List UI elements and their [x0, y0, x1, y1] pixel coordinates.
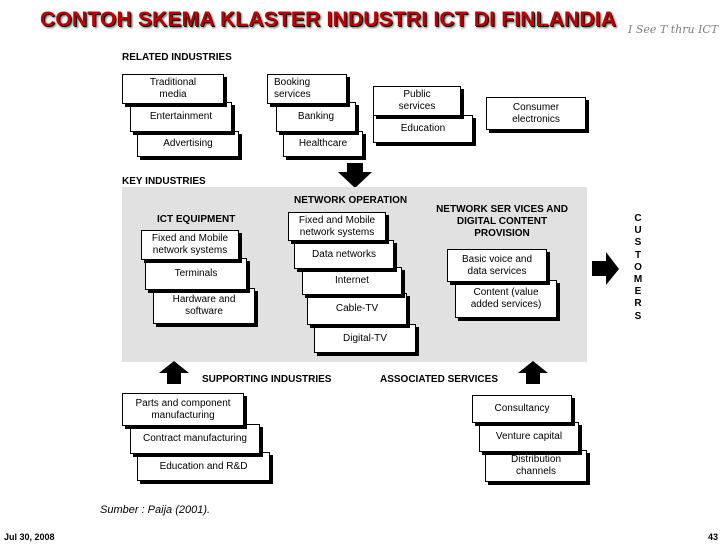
cable-tv-box: Cable-TV: [307, 293, 407, 325]
network-operation-heading: NETWORK OPERATION: [294, 195, 408, 206]
consultancy-box: Consultancy: [472, 395, 572, 423]
basic-voice-box: Basic voice and data services: [447, 249, 547, 282]
customers-letter: E: [634, 286, 642, 298]
customers-letter: C: [634, 213, 642, 224]
down-arrow-icon: [338, 163, 372, 188]
slogan: I See T thru ICT: [628, 23, 719, 36]
related-industries-heading: RELATED INDUSTRIES: [122, 52, 232, 63]
content-value-box: Content (value added services): [455, 280, 557, 318]
public-services-box: Public services: [373, 86, 461, 116]
parts-manufacturing-box: Parts and component manufacturing: [122, 393, 244, 426]
digital-tv-box: Digital-TV: [314, 324, 416, 353]
customers-letter: T: [634, 249, 642, 261]
terminals-box: Terminals: [145, 258, 247, 290]
booking-services-box: Booking services: [267, 74, 347, 104]
customers-letter: S: [634, 237, 642, 249]
consumer-electronics-box: Consumer electronics: [486, 97, 586, 130]
contract-manufacturing-box: Contract manufacturing: [130, 424, 260, 454]
education-box: Education: [373, 115, 473, 143]
supporting-industries-heading: SUPPORTING INDUSTRIES: [202, 374, 332, 385]
customers-letter: S: [634, 310, 642, 322]
traditional-media-box: Traditional media: [122, 74, 224, 104]
customers-letter: O: [634, 261, 642, 273]
right-arrow-icon: [592, 252, 619, 285]
advertising-box: Advertising: [137, 131, 239, 157]
venture-capital-box: Venture capital: [479, 422, 579, 452]
hardware-software-box: Hardware and software: [153, 288, 255, 324]
customers-letter: M: [633, 274, 643, 286]
internet-box: Internet: [302, 267, 402, 295]
up-arrow-left-icon: [159, 361, 189, 384]
customers-letter: R: [634, 298, 642, 310]
key-industries-heading: KEY INDUSTRIES: [122, 176, 206, 187]
distribution-channels-box: Distribution channels: [485, 450, 587, 482]
ict-equipment-heading: ICT EQUIPMENT: [157, 214, 236, 225]
customers-letter: U: [634, 225, 642, 237]
associated-services-heading: ASSOCIATED SERVICES: [380, 374, 498, 385]
ict-fixed-mobile-box: Fixed and Mobile network systems: [141, 230, 239, 260]
source-note: Sumber : Paija (2001).: [100, 504, 211, 516]
page-title: CONTOH SKEMA KLASTER INDUSTRI ICT DI FIN…: [40, 8, 617, 31]
page-number: 43: [708, 532, 719, 542]
data-networks-box: Data networks: [294, 240, 394, 269]
entertainment-box: Entertainment: [130, 102, 232, 132]
banking-box: Banking: [276, 102, 356, 132]
up-arrow-right-icon: [518, 361, 548, 384]
footer-date: Jul 30, 2008: [4, 532, 55, 542]
education-rnd-box: Education and R&D: [137, 452, 270, 481]
network-fixed-mobile-box: Fixed and Mobile network systems: [288, 212, 386, 241]
network-services-heading: NETWORK SER VICES AND DIGITAL CONTENT PR…: [436, 204, 568, 239]
healthcare-box: Healthcare: [283, 131, 363, 157]
